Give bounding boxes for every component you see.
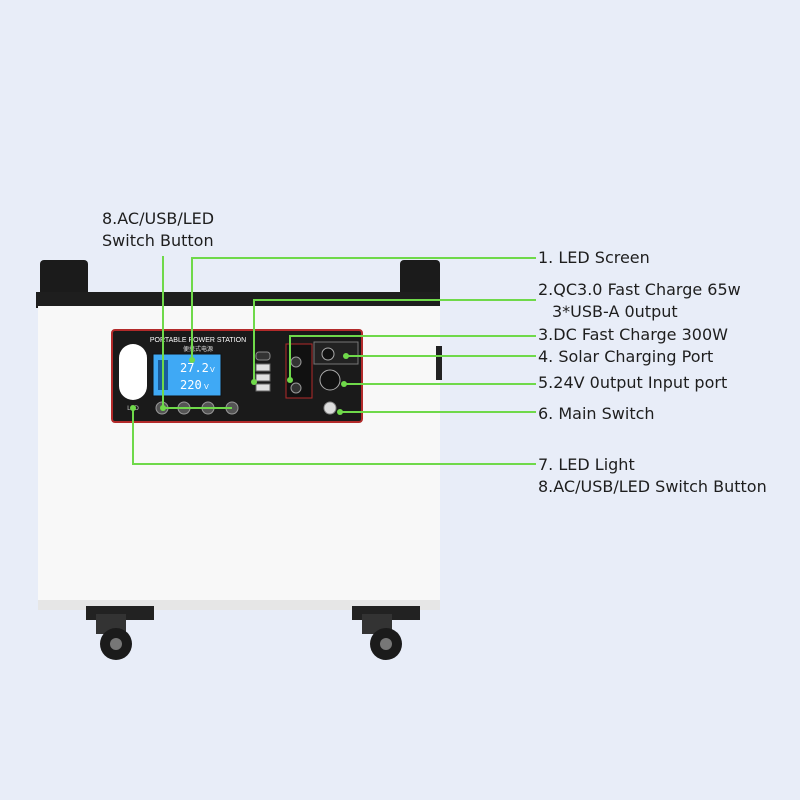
callout-usb-a-output: 3*USB-A 0utput [552,302,678,321]
callout-dc-fast-charge: 3.DC Fast Charge 300W [538,325,728,344]
right-wheel [352,606,420,660]
usb-c-port[interactable] [255,351,271,361]
callout-qc-fast-charge: 2.QC3.0 Fast Charge 65w [538,280,741,299]
usb-a-port-3[interactable] [255,383,271,392]
top-cover [36,292,440,308]
main-switch[interactable] [323,401,337,415]
callout-led-screen: 1. LED Screen [538,248,650,267]
lcd-voltage-1: 27.2 [180,361,209,375]
lcd-voltage-2: 220 [180,378,202,392]
switch-button-top-label-line1: 8.AC/USB/LED [102,209,215,228]
callout-lines [132,256,536,465]
callout-main-switch: 6. Main Switch [538,404,655,423]
dc-port-2[interactable] [290,382,302,394]
callout-solar-port: 4. Solar Charging Port [538,347,714,366]
panel-subtitle: 便携式电源 [183,345,213,353]
callout-switch-button: 8.AC/USB/LED Switch Button [538,477,767,496]
callout-dc-24v-port: 5.24V 0utput Input port [538,373,728,392]
left-wheel [86,606,154,660]
callout-led-light: 7. LED Light [538,455,635,474]
callout-dots [130,353,349,415]
solar-port[interactable] [321,347,335,361]
dc-24v-port[interactable] [319,369,341,391]
dc-port-1[interactable] [290,356,302,368]
solar-port-housing [313,341,359,365]
led-light-window [119,344,147,400]
usb-a-port-2[interactable] [255,373,271,382]
lcd-unit-1: V [210,366,215,374]
switch-button-top-label-line2: Switch Button [102,231,214,250]
lcd-unit-2: V [204,383,209,391]
usb-a-port-1[interactable] [255,363,271,372]
panel-title: PORTABLE POWER STATION [150,337,246,344]
side-slot [436,346,442,380]
case-base [38,600,440,610]
